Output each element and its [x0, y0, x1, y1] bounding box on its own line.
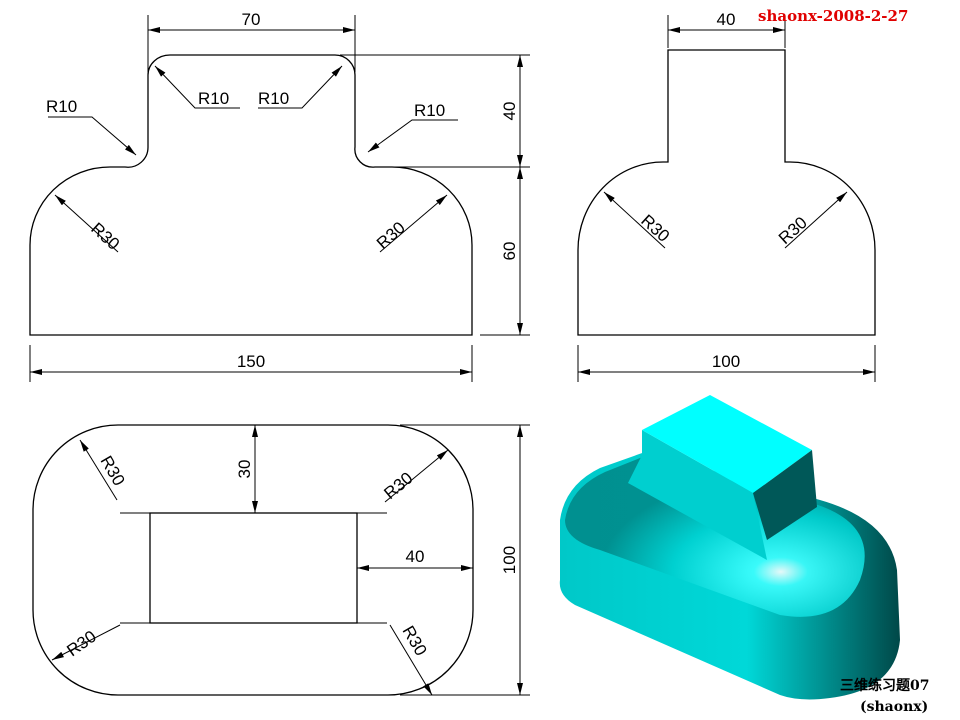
radius-label: R30: [373, 218, 409, 253]
radius-label: R10: [258, 89, 289, 108]
radius-label: R30: [63, 627, 99, 660]
dim-offset-top: 30: [235, 460, 254, 479]
caption-author: (shaonx): [860, 699, 928, 715]
front-outline: [29, 54, 473, 336]
dim-boss-width: 70: [242, 10, 261, 29]
radius-label: R30: [380, 468, 416, 503]
radius-label: R30: [637, 211, 673, 246]
caption-title: 三维练习题07: [840, 677, 929, 694]
dim-width: 100: [712, 352, 740, 371]
side-view: 40 100 R30 R30: [577, 10, 876, 382]
radius-label: R30: [399, 623, 431, 660]
dim-boss-width: 40: [717, 10, 736, 29]
model-base-top: [565, 456, 865, 617]
radius-label: R10: [414, 101, 445, 120]
dim-offset-right: 40: [406, 547, 425, 566]
dim-width: 150: [237, 352, 265, 371]
dim-base-height: 60: [500, 242, 519, 261]
signature: shaonx-2008-2-27: [758, 7, 908, 25]
radius-label: R30: [97, 453, 129, 490]
dim-depth: 100: [500, 546, 519, 574]
boss-outline: [149, 512, 358, 624]
side-outline: [577, 49, 876, 336]
radius-label: R30: [775, 213, 811, 248]
isometric-model: [559, 395, 900, 700]
model-boss-right-face: [753, 450, 817, 540]
dim-boss-height: 40: [500, 102, 519, 121]
front-view: 70 40 60 150 R10 R10 R10 R10 R30 R30: [29, 10, 530, 382]
model-boss-left-face: [628, 430, 767, 560]
radius-label: R10: [46, 97, 77, 116]
radius-label: R30: [87, 219, 123, 254]
top-view: 30 40 100 R30 R30 R30 R30: [32, 424, 530, 696]
model-boss-top-face: [642, 395, 812, 493]
radius-label: R10: [198, 89, 229, 108]
